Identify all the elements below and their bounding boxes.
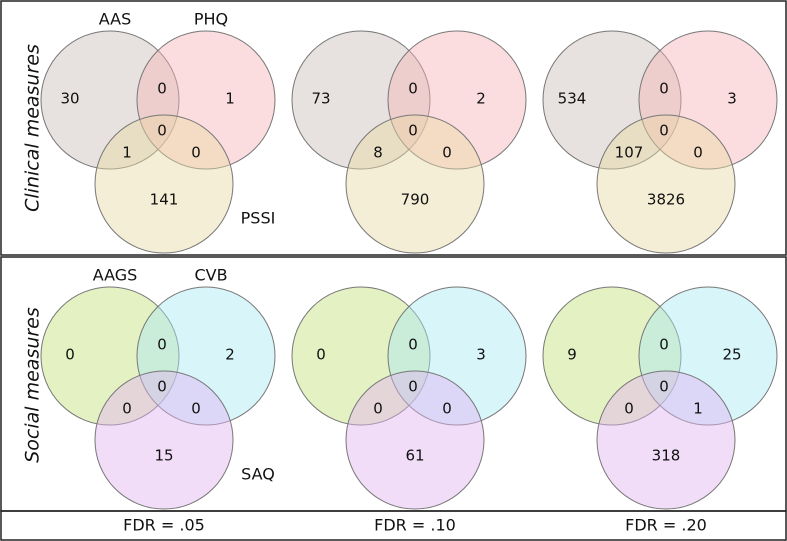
region-count-only-c: 318 bbox=[652, 447, 681, 465]
venn-circle-aas bbox=[40, 30, 180, 170]
venn-circle-aas bbox=[542, 30, 682, 170]
region-count-abc: 0 bbox=[157, 122, 167, 140]
region-count-ac: 107 bbox=[615, 144, 644, 162]
region-count-bc: 1 bbox=[693, 400, 703, 418]
venn-panel: 73 2 790 0 8 0 0 bbox=[291, 30, 527, 254]
region-count-only-c: 15 bbox=[154, 447, 173, 465]
venn-circle-saq bbox=[94, 370, 234, 510]
region-count-ab: 0 bbox=[659, 80, 669, 98]
venn-circle-cvb bbox=[136, 286, 276, 426]
venn-circle-phq bbox=[136, 30, 276, 170]
venn-circle-phq bbox=[638, 30, 778, 170]
region-count-abc: 0 bbox=[408, 378, 418, 396]
region-count-ab: 0 bbox=[157, 80, 167, 98]
region-count-abc: 0 bbox=[157, 378, 167, 396]
row-label-social: Social measures bbox=[22, 307, 44, 463]
region-count-only-a: 9 bbox=[567, 346, 577, 364]
venn-circle-aags bbox=[40, 286, 180, 426]
clinical-frame bbox=[0, 0, 787, 256]
region-count-only-b: 2 bbox=[476, 90, 486, 108]
set-label-saq: SAQ bbox=[241, 465, 275, 484]
region-count-abc: 0 bbox=[659, 122, 669, 140]
venn-panel: 9 25 318 0 0 1 0 bbox=[542, 286, 778, 510]
region-count-bc: 0 bbox=[442, 144, 452, 162]
venn-circle-aags bbox=[291, 286, 431, 426]
region-count-only-b: 25 bbox=[722, 346, 741, 364]
venn-circle-pssi bbox=[596, 114, 736, 254]
venn-circle-aags bbox=[542, 286, 682, 426]
venn-panel: 0 3 61 0 0 0 0 bbox=[291, 286, 527, 510]
venn-panel: 0 2 15 0 0 0 0 AAGS CVB SAQ bbox=[40, 266, 276, 510]
region-count-bc: 0 bbox=[442, 400, 452, 418]
set-label-phq: PHQ bbox=[194, 10, 228, 29]
set-label-aags: AAGS bbox=[93, 266, 138, 285]
region-count-only-a: 73 bbox=[311, 90, 330, 108]
region-count-only-b: 3 bbox=[727, 90, 737, 108]
region-count-bc: 0 bbox=[191, 400, 201, 418]
region-count-only-c: 61 bbox=[405, 447, 424, 465]
venn-panel: 534 3 3826 0 107 0 0 bbox=[542, 30, 778, 254]
venn-circle-pssi bbox=[345, 114, 485, 254]
region-count-ac: 8 bbox=[373, 144, 383, 162]
region-count-only-c: 3826 bbox=[647, 191, 685, 209]
set-label-aas: AAS bbox=[99, 10, 132, 29]
region-count-only-a: 0 bbox=[65, 346, 75, 364]
set-label-pssi: PSSI bbox=[241, 209, 276, 228]
region-count-only-a: 30 bbox=[60, 90, 79, 108]
region-count-ab: 0 bbox=[659, 336, 669, 354]
region-count-ab: 0 bbox=[157, 336, 167, 354]
region-count-ab: 0 bbox=[408, 336, 418, 354]
row-label-clinical: Clinical measures bbox=[22, 44, 44, 212]
region-count-ac: 0 bbox=[122, 400, 132, 418]
region-count-ac: 1 bbox=[122, 144, 132, 162]
fdr-label-05: FDR = .05 bbox=[123, 516, 205, 535]
region-count-only-b: 1 bbox=[225, 90, 235, 108]
region-count-only-b: 2 bbox=[225, 346, 235, 364]
venn-circle-cvb bbox=[638, 286, 778, 426]
venn-circle-saq bbox=[345, 370, 485, 510]
venn-circle-saq bbox=[596, 370, 736, 510]
region-count-only-c: 141 bbox=[150, 191, 179, 209]
region-count-only-c: 790 bbox=[401, 191, 430, 209]
region-count-abc: 0 bbox=[659, 378, 669, 396]
region-count-ac: 0 bbox=[624, 400, 634, 418]
region-count-only-b: 3 bbox=[476, 346, 486, 364]
region-count-ac: 0 bbox=[373, 400, 383, 418]
region-count-only-a: 0 bbox=[316, 346, 326, 364]
fdr-frame bbox=[0, 510, 787, 541]
region-count-only-a: 534 bbox=[558, 90, 587, 108]
fdr-label-10: FDR = .10 bbox=[374, 516, 456, 535]
region-count-ab: 0 bbox=[408, 80, 418, 98]
venn-circle-phq bbox=[387, 30, 527, 170]
venn-circle-pssi bbox=[94, 114, 234, 254]
region-count-bc: 0 bbox=[191, 144, 201, 162]
region-count-bc: 0 bbox=[693, 144, 703, 162]
fdr-label-20: FDR = .20 bbox=[625, 516, 707, 535]
set-label-cvb: CVB bbox=[194, 266, 227, 285]
venn-panel: 30 1 141 0 1 0 0 AAS PHQ PSSI bbox=[40, 10, 276, 254]
region-count-abc: 0 bbox=[408, 122, 418, 140]
venn-circle-cvb bbox=[387, 286, 527, 426]
venn-circle-aas bbox=[291, 30, 431, 170]
